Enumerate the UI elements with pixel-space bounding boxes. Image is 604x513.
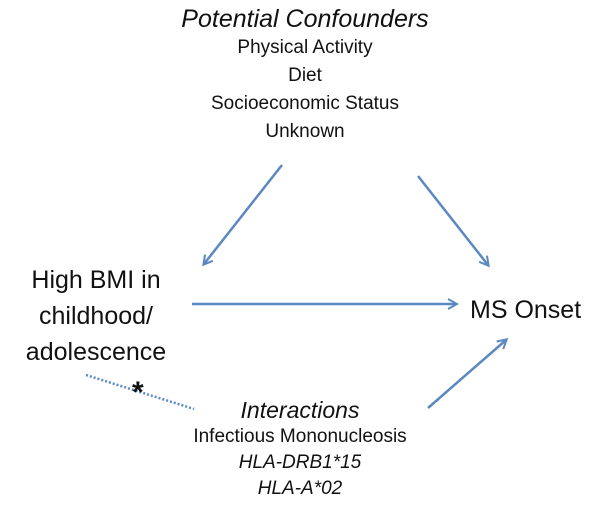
confounders-title: Potential Confounders bbox=[181, 5, 429, 33]
confounder-item: Diet bbox=[288, 65, 322, 86]
exposure-node: High BMI in childhood/ adolescence bbox=[8, 262, 184, 370]
dotted-interaction-line bbox=[85, 373, 195, 411]
interaction-item: HLA-DRB1*15 bbox=[238, 452, 362, 473]
interactions-title: Interactions bbox=[240, 397, 360, 423]
confounders-block: Potential Confounders Physical Activity … bbox=[110, 4, 500, 146]
confounder-item: Socioeconomic Status bbox=[211, 93, 399, 114]
interaction-marker: * bbox=[132, 376, 144, 409]
arrow-confounders-to-exposure bbox=[204, 164, 283, 264]
confounder-item: Physical Activity bbox=[237, 37, 373, 58]
arrow-interactions-to-outcome bbox=[427, 340, 506, 409]
interaction-item: Infectious Mononucleosis bbox=[193, 426, 407, 447]
exposure-label-line: High BMI in bbox=[31, 266, 161, 294]
interaction-item: HLA-A*02 bbox=[257, 478, 343, 499]
confounder-item: Unknown bbox=[265, 121, 345, 142]
outcome-node: MS Onset bbox=[470, 296, 582, 324]
exposure-label-line: childhood/ bbox=[39, 302, 153, 330]
interactions-block: Interactions Infectious Mononucleosis HL… bbox=[140, 396, 460, 502]
exposure-label-line: adolescence bbox=[25, 338, 167, 366]
arrow-confounders-to-outcome bbox=[417, 175, 488, 265]
